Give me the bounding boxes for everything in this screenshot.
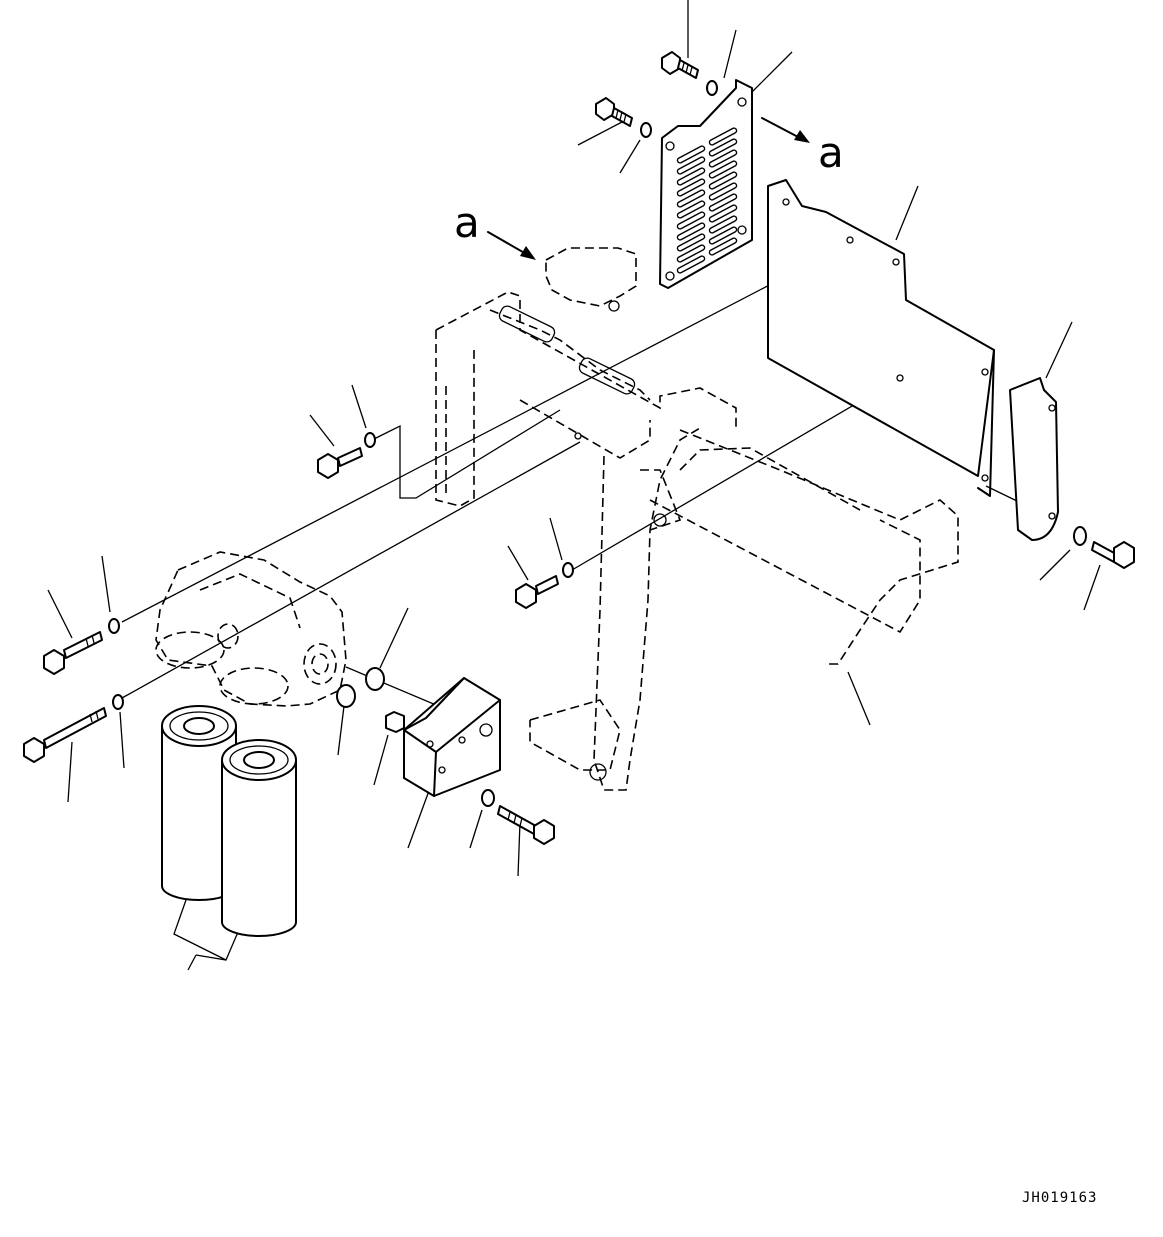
grille-slot — [708, 138, 738, 157]
grille-slot — [708, 204, 738, 223]
view-marker-right: a — [818, 128, 844, 177]
view-arrow-right — [761, 117, 810, 143]
bolt-top-2 — [595, 97, 633, 127]
mounting-bracket — [435, 247, 959, 791]
bracket-pivot — [589, 763, 607, 781]
filter-head — [155, 551, 347, 707]
washer-left-1 — [108, 618, 120, 634]
grille-slot — [708, 193, 738, 212]
grille-slot — [708, 171, 738, 190]
grille-slot — [676, 233, 706, 252]
washer-bottom — [481, 789, 495, 807]
washer-left-2 — [112, 694, 124, 710]
adapter-block — [403, 677, 501, 797]
bolt-mid-left — [317, 447, 363, 479]
grille-slot — [676, 244, 706, 263]
drawing-id: JH019163 — [1022, 1190, 1098, 1206]
grille-slot — [676, 189, 706, 208]
grille-slot — [708, 160, 738, 179]
washer-mid-center — [562, 562, 574, 578]
bolt-right — [1091, 541, 1135, 569]
side-panel — [767, 179, 995, 497]
grille-slot — [676, 178, 706, 197]
grille-slot — [708, 226, 738, 245]
filter-cartridge-1 — [161, 705, 237, 901]
grille-slot — [676, 145, 706, 164]
leader-lines — [47, 0, 1101, 971]
washer-right — [1073, 526, 1087, 546]
bolt-mid-center — [515, 575, 559, 609]
view-arrow-left — [487, 231, 536, 260]
bolt-bottom — [497, 805, 555, 845]
grille-slot — [676, 200, 706, 219]
grille-slot — [708, 182, 738, 201]
o-ring-1 — [365, 667, 385, 691]
grille-slot — [676, 167, 706, 186]
bolt-left-short — [43, 631, 103, 675]
bolt-top-1 — [661, 51, 699, 79]
grille-slot — [708, 127, 738, 146]
washer-top-2 — [640, 122, 652, 138]
grille-slot — [676, 255, 706, 274]
grille-slot — [676, 222, 706, 241]
grille-slot — [708, 149, 738, 168]
plug — [385, 711, 405, 733]
view-marker-left: a — [454, 198, 480, 247]
grille-cover — [659, 79, 753, 289]
bolt-left-long — [23, 707, 107, 763]
grille-slot — [676, 211, 706, 230]
filter-cartridge-2 — [221, 739, 297, 937]
o-ring-2 — [336, 684, 356, 708]
grille-slot — [676, 156, 706, 175]
hinge-assembly — [498, 300, 667, 527]
washer-top-1 — [706, 80, 718, 96]
washer-mid-left — [364, 432, 376, 448]
grille-slot — [708, 237, 738, 256]
grille-slot — [708, 215, 738, 234]
small-shield — [1009, 377, 1059, 541]
